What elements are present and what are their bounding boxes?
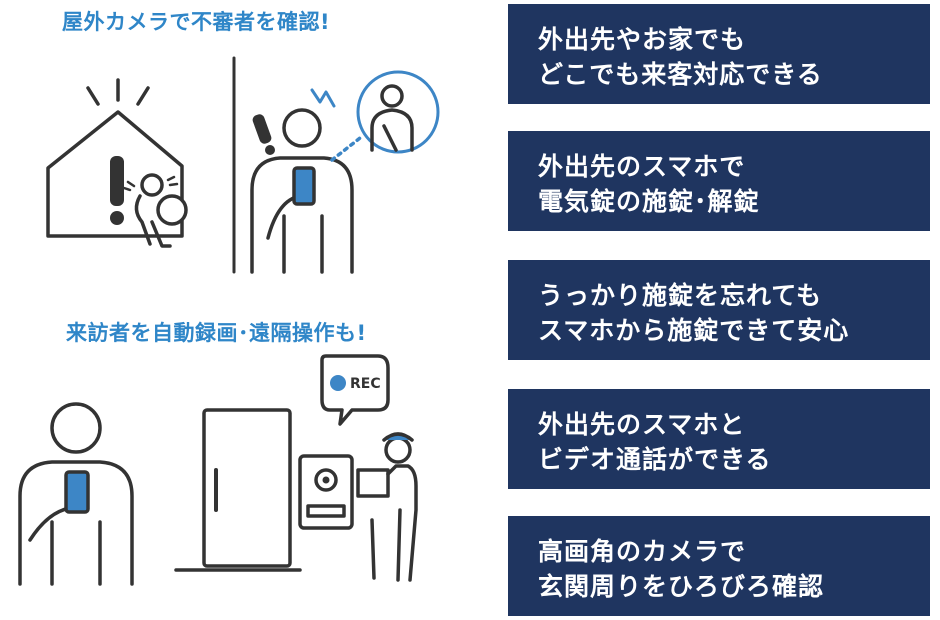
middle-caption: 来訪者を自動録画･遠隔操作も! <box>66 321 367 345</box>
feature-panel-video-call: 外出先のスマホと ビデオ通話ができる <box>508 389 930 489</box>
top-caption: 屋外カメラで不審者を確認! <box>62 10 331 34</box>
person-phone-illustration <box>250 70 440 274</box>
house-alert-illustration <box>46 78 188 248</box>
rec-bubble <box>320 354 390 426</box>
feature-text-line: 高画角のカメラで <box>538 537 747 566</box>
exclamation-icon <box>110 156 124 206</box>
feature-panel-wide-camera: 高画角のカメラで 玄関周りをひろびろ確認 <box>508 516 930 616</box>
package-box <box>356 468 390 498</box>
intercom-panel <box>298 454 354 530</box>
feature-panel-remote-answer: 外出先やお家でも どこでも来客対応できる <box>508 4 930 104</box>
entrance-illustration: REC <box>174 354 418 582</box>
smartphone-icon <box>292 166 316 206</box>
rec-label: REC <box>350 376 381 392</box>
feature-text-line: 外出先やお家でも <box>538 25 747 54</box>
illustration-area: REC <box>18 56 440 586</box>
feature-text-line: 外出先のスマホと <box>538 410 746 439</box>
rec-dot-icon <box>330 375 346 391</box>
smartphone-icon-2 <box>64 470 90 514</box>
feature-text-line: ビデオ通話ができる <box>538 445 772 474</box>
feature-text-line: どこでも来客対応できる <box>538 60 823 89</box>
camera-view-bubble <box>356 70 440 154</box>
feature-panel-forgot-lock: うっかり施錠を忘れても スマホから施錠できて安心 <box>508 260 930 360</box>
person-smartphone-illustration <box>18 402 134 586</box>
feature-text-line: 玄関周りをひろびろ確認 <box>538 572 825 601</box>
feature-text-line: 電気錠の施錠･解錠 <box>538 187 760 216</box>
feature-panel-remote-lock: 外出先のスマホで 電気錠の施錠･解錠 <box>508 131 930 231</box>
feature-text-line: 外出先のスマホで <box>538 152 746 181</box>
feature-text-line: うっかり施錠を忘れても <box>538 281 823 310</box>
feature-text-line: スマホから施錠できて安心 <box>538 316 850 345</box>
door <box>202 408 292 568</box>
